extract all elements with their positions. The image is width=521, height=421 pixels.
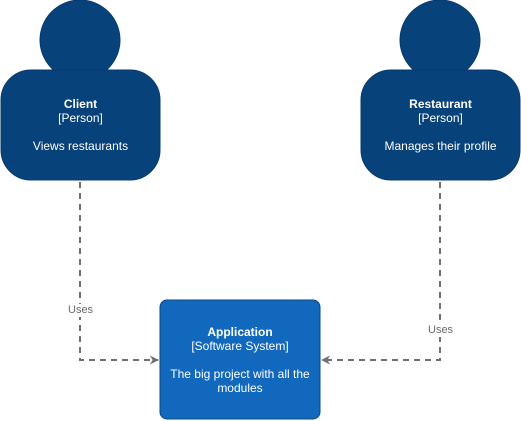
application-name: Application	[207, 325, 273, 339]
restaurant-description: Manages their profile	[384, 139, 497, 153]
application-type: [Software System]	[191, 339, 289, 353]
restaurant-type: [Person]	[418, 111, 463, 125]
application-text: Application [Software System] The big pr…	[164, 325, 316, 395]
edge-label-restaurant-uses: Uses	[427, 324, 455, 337]
restaurant-person-shape[interactable]	[360, 0, 521, 181]
client-description: Views restaurants	[32, 139, 129, 153]
edge-label-client-uses: Uses	[67, 304, 95, 317]
client-name: Client	[63, 97, 98, 111]
edge-restaurant-to-application	[321, 182, 441, 365]
application-description: The big project with all the modules	[170, 367, 310, 395]
restaurant-name: Restaurant	[409, 97, 472, 111]
client-type: [Person]	[58, 111, 103, 125]
edge-client-to-application	[79, 182, 159, 365]
restaurant-text: Restaurant [Person] Manages their profil…	[361, 97, 520, 153]
application-system-box[interactable]	[159, 299, 321, 420]
client-text: Client [Person] Views restaurants	[1, 97, 160, 153]
client-person-shape[interactable]	[0, 0, 161, 181]
